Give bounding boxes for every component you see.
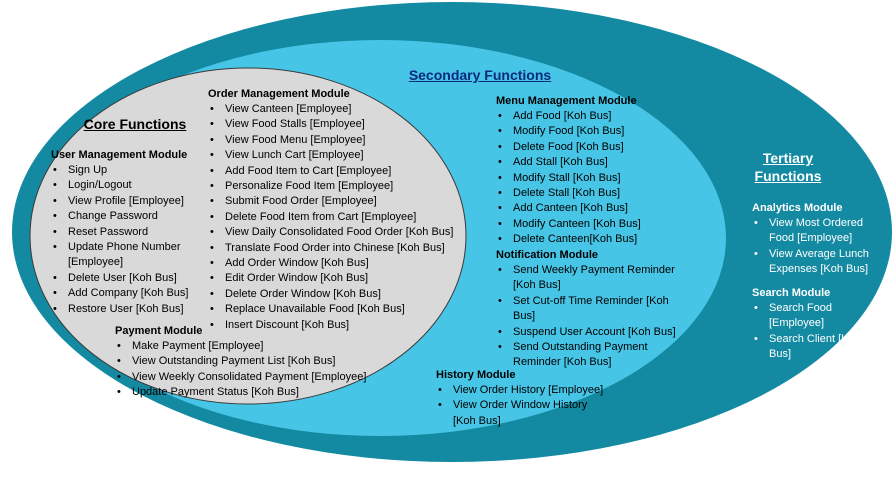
tertiary-functions-title: Tertiary Functions xyxy=(754,150,822,184)
analytics-list: View Most Ordered Food [Employee]View Av… xyxy=(752,216,880,278)
list-item: Add Company [Koh Bus] xyxy=(51,286,201,302)
list-item: View Weekly Consolidated Payment [Employ… xyxy=(115,370,385,386)
list-item: Modify Canteen [Koh Bus] xyxy=(496,217,686,233)
notification-heading: Notification Module xyxy=(496,249,599,261)
list-item: View Most Ordered Food [Employee] xyxy=(752,216,880,247)
analytics-module: Analytics Module View Most Ordered Food … xyxy=(752,201,880,278)
list-item: View Profile [Employee] xyxy=(51,194,201,210)
list-item: View Outstanding Payment List [Koh Bus] xyxy=(115,354,385,370)
notification-list: Send Weekly Payment Reminder [Koh Bus]Se… xyxy=(496,263,692,371)
history-heading: History Module xyxy=(436,369,516,381)
list-item: Search Food [Employee] xyxy=(752,301,862,332)
secondary-functions-title: Secondary Functions xyxy=(408,67,552,83)
menu-management-module: Menu Management Module Add Food [Koh Bus… xyxy=(496,94,686,248)
list-item: Personalize Food Item [Employee] xyxy=(208,179,470,195)
list-item: View Canteen [Employee] xyxy=(208,102,470,118)
list-item: Suspend User Account [Koh Bus] xyxy=(496,325,692,341)
list-item: Reset Password xyxy=(51,225,201,241)
list-item: Make Payment [Employee] xyxy=(115,339,385,355)
user-management-module: User Management Module Sign UpLogin/Logo… xyxy=(51,148,201,317)
list-item: Submit Food Order [Employee] xyxy=(208,194,470,210)
list-item: Restore User [Koh Bus] xyxy=(51,302,201,318)
list-item: View Daily Consolidated Food Order [Koh … xyxy=(208,225,470,241)
list-item: Add Food [Koh Bus] xyxy=(496,109,686,125)
list-item: Translate Food Order into Chinese [Koh B… xyxy=(208,241,470,257)
list-item: Add Canteen [Koh Bus] xyxy=(496,201,686,217)
list-item: Sign Up xyxy=(51,163,201,179)
list-item: View Average Lunch Expenses [Koh Bus] xyxy=(752,247,880,278)
list-item: Add Food Item to Cart [Employee] xyxy=(208,164,470,180)
order-management-heading: Order Management Module xyxy=(208,88,350,100)
search-list: Search Food [Employee]Search Client [Koh… xyxy=(752,301,862,363)
list-item: Login/Logout xyxy=(51,178,201,194)
list-item: View Food Menu [Employee] xyxy=(208,133,470,149)
user-management-list: Sign UpLogin/LogoutView Profile [Employe… xyxy=(51,163,201,317)
list-item: Add Order Window [Koh Bus] xyxy=(208,256,470,272)
core-functions-title: Core Functions xyxy=(83,116,187,132)
order-management-list: View Canteen [Employee]View Food Stalls … xyxy=(208,102,470,334)
list-item: Delete Stall [Koh Bus] xyxy=(496,186,686,202)
payment-heading: Payment Module xyxy=(115,325,203,337)
list-item: Update Payment Status [Koh Bus] xyxy=(115,385,385,401)
list-item: Delete Order Window [Koh Bus] xyxy=(208,287,470,303)
list-item: View Order Window History [Koh Bus] xyxy=(436,398,608,429)
list-item: Search Client [Koh Bus] xyxy=(752,332,862,363)
list-item: Replace Unavailable Food [Koh Bus] xyxy=(208,302,470,318)
list-item: Add Stall [Koh Bus] xyxy=(496,155,686,171)
list-item: Delete Food Item from Cart [Employee] xyxy=(208,210,470,226)
history-list: View Order History [Employee]View Order … xyxy=(436,383,608,429)
list-item: View Food Stalls [Employee] xyxy=(208,117,470,133)
list-item: Update Phone Number [Employee] xyxy=(51,240,201,271)
list-item: Send Weekly Payment Reminder [Koh Bus] xyxy=(496,263,692,294)
list-item: Delete Canteen[Koh Bus] xyxy=(496,232,686,248)
search-module: Search Module Search Food [Employee]Sear… xyxy=(752,286,862,363)
payment-module: Payment Module Make Payment [Employee]Vi… xyxy=(115,324,385,401)
list-item: Insert Discount [Koh Bus] xyxy=(208,318,470,334)
menu-management-list: Add Food [Koh Bus]Modify Food [Koh Bus]D… xyxy=(496,109,686,248)
list-item: View Order History [Employee] xyxy=(436,383,608,399)
list-item: Edit Order Window [Koh Bus] xyxy=(208,271,470,287)
list-item: Set Cut-off Time Reminder [Koh Bus] xyxy=(496,294,692,325)
list-item: Delete Food [Koh Bus] xyxy=(496,140,686,156)
list-item: Modify Stall [Koh Bus] xyxy=(496,171,686,187)
analytics-heading: Analytics Module xyxy=(752,202,843,214)
list-item: Modify Food [Koh Bus] xyxy=(496,124,686,140)
list-item: Change Password xyxy=(51,209,201,225)
search-heading: Search Module xyxy=(752,287,831,299)
list-item: View Lunch Cart [Employee] xyxy=(208,148,470,164)
order-management-module: Order Management Module View Canteen [Em… xyxy=(208,87,470,334)
history-module: History Module View Order History [Emplo… xyxy=(436,368,608,429)
user-management-heading: User Management Module xyxy=(51,149,188,161)
list-item: Send Outstanding Payment Reminder [Koh B… xyxy=(496,340,692,371)
notification-module: Notification Module Send Weekly Payment … xyxy=(496,248,692,371)
menu-management-heading: Menu Management Module xyxy=(496,95,637,107)
list-item: Delete User [Koh Bus] xyxy=(51,271,201,287)
payment-list: Make Payment [Employee]View Outstanding … xyxy=(115,339,385,401)
